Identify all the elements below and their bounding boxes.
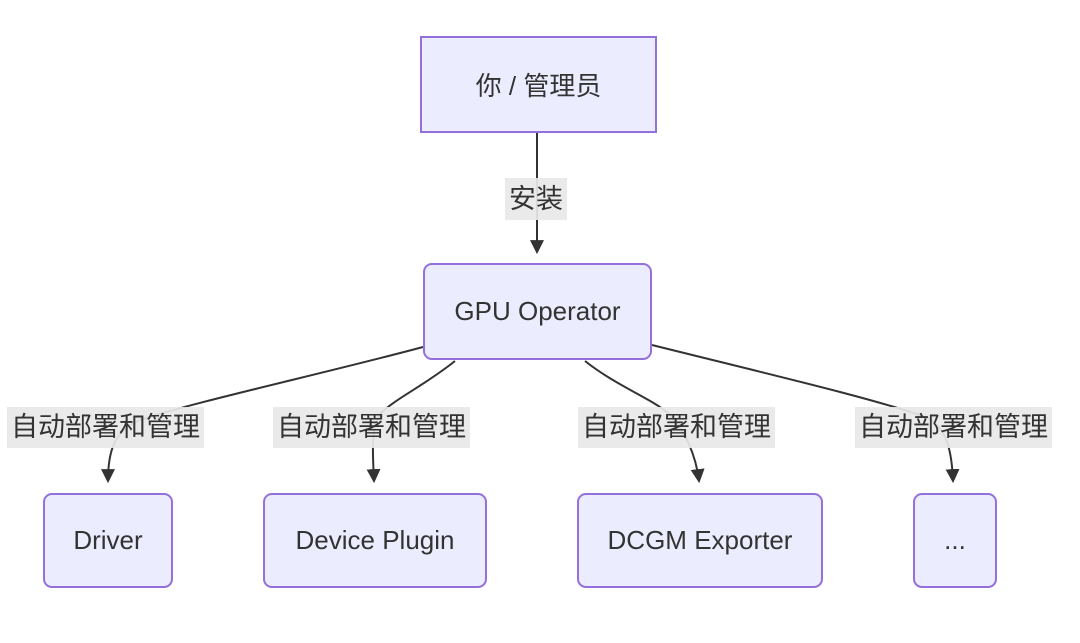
node-driver: Driver — [43, 493, 173, 588]
node-gpu-operator: GPU Operator — [423, 263, 652, 360]
edge-label-auto-deploy-3: 自动部署和管理 — [578, 407, 775, 448]
node-user-admin: 你 / 管理员 — [420, 36, 657, 133]
edge-label-auto-deploy-4: 自动部署和管理 — [855, 407, 1052, 448]
node-dcgm-exporter-label: DCGM Exporter — [607, 525, 793, 555]
edge-label-auto-deploy-2: 自动部署和管理 — [273, 407, 470, 448]
node-device-plugin: Device Plugin — [263, 493, 487, 588]
edge-label-auto-deploy-1: 自动部署和管理 — [7, 407, 204, 448]
node-gpu-operator-label: GPU Operator — [454, 296, 621, 326]
node-device-plugin-label: Device Plugin — [295, 525, 455, 555]
node-driver-label: Driver — [73, 525, 143, 555]
node-more: ... — [913, 493, 997, 588]
node-more-label: ... — [944, 525, 966, 555]
node-dcgm-exporter: DCGM Exporter — [577, 493, 823, 588]
node-user-admin-label: 你 / 管理员 — [475, 71, 602, 101]
edge-label-install: 安装 — [505, 178, 567, 220]
